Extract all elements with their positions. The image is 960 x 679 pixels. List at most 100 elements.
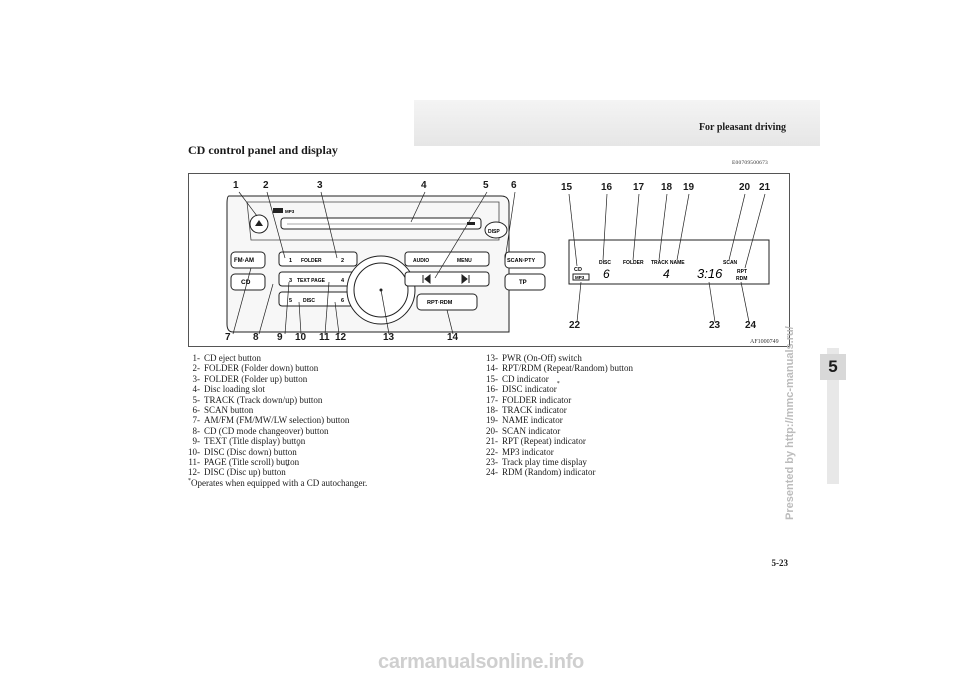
display-cd: CD xyxy=(574,267,582,273)
legend-number: 6- xyxy=(192,405,201,416)
panel-mp3: MP3 xyxy=(285,209,295,214)
legend-item: 24-RDM (Random) indicator xyxy=(476,467,766,477)
scan-pty-label: SCAN·PTY xyxy=(507,258,535,264)
display-disc: DISC xyxy=(599,260,611,266)
fm-am-button xyxy=(230,251,266,269)
footnote: *Operates when equipped with a CD autoch… xyxy=(188,478,367,488)
preset-1: 1 xyxy=(289,258,292,264)
legend-item: 17- FOLDER indicator xyxy=(476,395,766,405)
preset-2: 2 xyxy=(341,258,344,264)
legend-item: 19-NAME indicator xyxy=(476,415,766,425)
legend-text: RPT (Repeat) indicator xyxy=(502,436,586,447)
section-title: For pleasant driving xyxy=(698,122,786,133)
legend-star: * xyxy=(556,381,560,388)
preset-5: 5 xyxy=(289,298,292,304)
callout-7: 7 xyxy=(225,332,231,343)
callout-11: 11 xyxy=(319,332,330,343)
legend-number: 13- xyxy=(486,353,498,363)
legend-number: 23- xyxy=(486,457,498,468)
legend-item: 23-Track play time display xyxy=(476,457,766,467)
callout-10: 10 xyxy=(295,332,307,343)
legend-text: SCAN indicator xyxy=(502,425,561,436)
legend-item: 4-Disc loading slot xyxy=(178,384,468,394)
tp-button xyxy=(504,273,546,291)
legend-number: 11- xyxy=(188,457,200,468)
legend-number: 8- xyxy=(192,425,201,436)
legend-text: DISC indicator xyxy=(502,384,557,395)
callout-22: 22 xyxy=(569,320,581,331)
legend-text: TRACK (Track down/up) button xyxy=(204,394,323,405)
disc-label: DISC xyxy=(303,298,315,304)
side-watermark: Presented by http://mmc-manuals.ru/ xyxy=(784,326,796,520)
tp-label: TP xyxy=(519,280,527,286)
display-track-name: TRACK NAME xyxy=(651,260,685,266)
legend-text: RDM (Random) indicator xyxy=(502,467,596,478)
legend-number: 20- xyxy=(486,425,498,436)
legend-text: CD (CD mode changeover) button xyxy=(204,425,329,436)
preset-6: 6 xyxy=(341,298,344,304)
header-band xyxy=(414,100,820,146)
legend-item: 14-RPT/RDM (Repeat/Random) button xyxy=(476,363,766,373)
legend-text: FOLDER indicator xyxy=(502,394,572,405)
menu-label: MENU xyxy=(457,258,472,264)
audio-label: AUDIO xyxy=(413,258,429,264)
callout-20: 20 xyxy=(739,182,751,193)
legend-item: 2-FOLDER (Folder down) button xyxy=(178,363,468,373)
legend-number: 2- xyxy=(192,363,201,374)
footnote-text: Operates when equipped with a CD autocha… xyxy=(191,478,368,488)
callout-24: 24 xyxy=(745,320,757,331)
legend-item: 16-DISC indicator* xyxy=(476,381,766,395)
legend-text: CD eject button xyxy=(204,353,261,363)
callout-1: 1 xyxy=(233,180,239,191)
legend-number: 10- xyxy=(188,446,200,457)
preset-3: 3 xyxy=(289,278,292,284)
legend-item: 7-AM/FM (FM/MW/LW selection) button xyxy=(178,415,468,425)
cd-mode-label: CD xyxy=(241,279,251,286)
callout-13: 13 xyxy=(383,332,395,343)
legend-text: DISC (Disc up) button xyxy=(204,467,286,478)
display-track-value: 4 xyxy=(663,267,670,281)
legend-text: Disc loading slot xyxy=(204,384,265,395)
legend-item: 5-TRACK (Track down/up) button xyxy=(178,395,468,405)
legend-item: 21- RPT (Repeat) indicator xyxy=(476,436,766,446)
display-disc-value: 6 xyxy=(603,267,610,281)
legend-number: 1- xyxy=(192,353,201,363)
display-rdm: RDM xyxy=(736,276,747,282)
disc-slot xyxy=(280,217,482,230)
legend-number: 4- xyxy=(192,384,201,395)
page-title: CD control panel and display xyxy=(188,143,338,157)
legend-item: 9-TEXT (Title display) button xyxy=(178,436,468,446)
legend-text: FOLDER (Folder up) button xyxy=(204,373,308,384)
legend-item: 15-CD indicator xyxy=(476,374,766,384)
display-time-value: 3:16 xyxy=(697,266,723,281)
legend-number: 21- xyxy=(486,436,498,447)
legend-item: 3-FOLDER (Folder up) button xyxy=(178,374,468,384)
callout-17: 17 xyxy=(633,182,645,193)
legend-number: 7- xyxy=(192,415,201,426)
callout-15: 15 xyxy=(561,182,573,193)
legend-item: 22-MP3 indicator xyxy=(476,447,766,457)
legend-text: PWR (On-Off) switch xyxy=(502,353,582,363)
callout-14: 14 xyxy=(447,332,459,343)
disp-label: DISP xyxy=(488,229,500,235)
text-page-label: TEXT PAGE xyxy=(297,278,326,284)
legend-item: 20- SCAN indicator xyxy=(476,426,766,436)
preset-row-1-2 xyxy=(278,251,358,267)
figure-code: AF1000749 xyxy=(750,339,779,345)
legend-number: 17- xyxy=(486,394,498,405)
display-rpt: RPT xyxy=(737,269,747,275)
legend-item: 6-SCAN button xyxy=(178,405,468,415)
preset-4: 4 xyxy=(341,278,345,284)
track-buttons xyxy=(404,271,490,287)
document-code: E00709500673 xyxy=(731,160,768,166)
cd-mode-button xyxy=(230,273,266,291)
legend-text: DISC (Disc down) button xyxy=(204,446,297,457)
callout-8: 8 xyxy=(253,332,259,343)
callout-6: 6 xyxy=(511,180,517,191)
legend-star: * xyxy=(285,464,289,471)
legend-text: TEXT (Title display) button xyxy=(204,436,306,447)
eject-icon xyxy=(255,220,263,226)
callout-9: 9 xyxy=(277,332,283,343)
legend-text: RPT/RDM (Repeat/Random) button xyxy=(502,363,633,374)
